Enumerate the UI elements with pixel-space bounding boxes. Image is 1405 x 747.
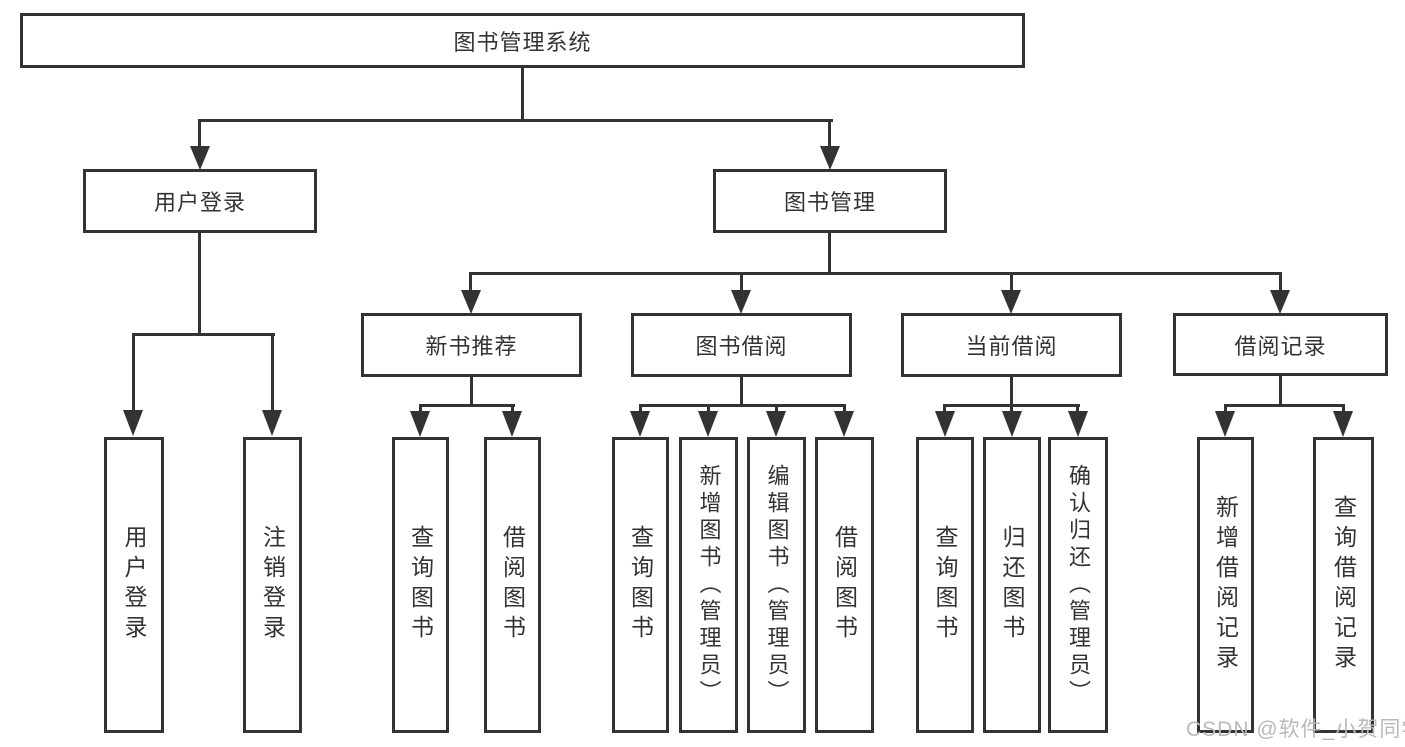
connector-cur-leaf3-drop bbox=[1076, 404, 1079, 413]
leaf-bor-borrow-books: 借阅图书 bbox=[815, 437, 874, 733]
node-library-system-label: 图书管理系统 bbox=[453, 29, 592, 55]
node-user-login-label: 用户登录 bbox=[153, 190, 246, 215]
connector-rec-leaf2-drop bbox=[511, 404, 514, 413]
arrowhead-current-borrow bbox=[1001, 290, 1021, 314]
leaf-query-borrow-record: 查询借阅记录 bbox=[1313, 437, 1374, 733]
leaf-return-books: 归还图书 bbox=[983, 437, 1041, 733]
connector-borrow-stem bbox=[740, 375, 743, 406]
connector-mgmt-stem bbox=[828, 231, 831, 275]
arrowhead-user-leaf1 bbox=[123, 410, 143, 436]
connector-book-mgmt-drop bbox=[828, 119, 831, 149]
csdn-watermark: CSDN @软件_小贺同学 bbox=[1186, 718, 1405, 741]
connector-records-split bbox=[1224, 404, 1345, 407]
connector-user-stem bbox=[198, 231, 201, 335]
arrowhead-user-login bbox=[190, 146, 210, 170]
connector-rec-split bbox=[419, 404, 515, 407]
leaf-logout: 注销登录 bbox=[243, 437, 302, 733]
leaf-user-login-label: 用户登录 bbox=[121, 525, 147, 645]
arrowhead-cur-leaf3 bbox=[1068, 411, 1088, 437]
node-library-system: 图书管理系统 bbox=[20, 13, 1025, 68]
leaf-edit-books-admin: 编辑图书（管理员） bbox=[747, 437, 806, 733]
arrowhead-bor-leaf2 bbox=[698, 411, 718, 437]
leaf-cur-query-books-label: 查询图书 bbox=[932, 525, 958, 645]
arrowhead-book-mgmt bbox=[820, 146, 840, 170]
connector-bor-leaf2-drop bbox=[707, 404, 710, 413]
connector-records-drop bbox=[1279, 272, 1282, 292]
connector-records-stem bbox=[1279, 374, 1282, 406]
node-current-borrow: 当前借阅 bbox=[901, 313, 1122, 377]
leaf-cur-query-books: 查询图书 bbox=[916, 437, 974, 733]
leaf-rec-query-books: 查询图书 bbox=[392, 437, 449, 733]
leaf-logout-label: 注销登录 bbox=[259, 525, 286, 645]
leaf-confirm-return-admin: 确认归还（管理员） bbox=[1048, 437, 1108, 733]
connector-current-drop bbox=[1010, 272, 1013, 292]
connector-cur-leaf2-drop bbox=[1010, 404, 1013, 413]
connector-level3-split bbox=[469, 272, 1282, 275]
node-book-management: 图书管理 bbox=[713, 169, 947, 233]
leaf-return-books-label: 归还图书 bbox=[999, 525, 1025, 645]
arrowhead-rcd-leaf1 bbox=[1215, 411, 1235, 437]
connector-rcd-leaf1-drop bbox=[1224, 404, 1227, 413]
arrowhead-bor-leaf4 bbox=[834, 411, 854, 437]
leaf-add-borrow-record-label: 新增借阅记录 bbox=[1212, 495, 1239, 675]
connector-user-leaf2-drop bbox=[271, 333, 274, 412]
connector-rec-drop bbox=[469, 272, 472, 292]
connector-bor-leaf1-drop bbox=[639, 404, 642, 413]
arrowhead-book-borrow bbox=[731, 290, 751, 314]
leaf-bor-query-books-label: 查询图书 bbox=[627, 525, 654, 645]
arrowhead-rcd-leaf2 bbox=[1333, 411, 1353, 437]
arrowhead-cur-leaf2 bbox=[1002, 411, 1022, 437]
connector-borrow-drop bbox=[740, 272, 743, 292]
leaf-add-borrow-record: 新增借阅记录 bbox=[1197, 437, 1254, 733]
leaf-add-books-admin-label: 新增图书（管理员） bbox=[696, 463, 722, 707]
connector-user-leaf1-drop bbox=[132, 333, 135, 412]
arrowhead-cur-leaf1 bbox=[935, 411, 955, 437]
connector-root-stem bbox=[521, 66, 524, 122]
arrowhead-new-book-rec bbox=[461, 290, 481, 314]
node-borrow-records-label: 借阅记录 bbox=[1234, 333, 1327, 359]
connector-bor-leaf4-drop bbox=[843, 404, 846, 413]
connector-current-stem bbox=[1010, 375, 1013, 406]
leaf-add-books-admin: 新增图书（管理员） bbox=[679, 437, 738, 733]
arrowhead-bor-leaf1 bbox=[630, 411, 650, 437]
arrowhead-bor-leaf3 bbox=[766, 411, 786, 437]
node-book-borrow: 图书借阅 bbox=[631, 313, 852, 377]
connector-rec-stem bbox=[470, 375, 473, 406]
leaf-confirm-return-admin-label: 确认归还（管理员） bbox=[1066, 463, 1091, 707]
node-book-management-label: 图书管理 bbox=[783, 190, 876, 215]
connector-bor-leaf3-drop bbox=[775, 404, 778, 413]
node-user-login: 用户登录 bbox=[83, 169, 317, 233]
connector-user-login-drop bbox=[198, 119, 201, 149]
leaf-query-borrow-record-label: 查询借阅记录 bbox=[1330, 495, 1357, 675]
arrowhead-borrow-records bbox=[1270, 290, 1290, 314]
arrowhead-rec-leaf2 bbox=[502, 411, 522, 437]
node-current-borrow-label: 当前借阅 bbox=[965, 334, 1058, 359]
connector-rec-leaf1-drop bbox=[419, 404, 422, 413]
connector-cur-leaf1-drop bbox=[943, 404, 946, 413]
leaf-rec-borrow-books: 借阅图书 bbox=[484, 437, 541, 733]
leaf-rec-borrow-books-label: 借阅图书 bbox=[499, 525, 526, 645]
node-borrow-records: 借阅记录 bbox=[1173, 313, 1388, 376]
connector-level2-split bbox=[199, 119, 833, 122]
leaf-user-login: 用户登录 bbox=[104, 437, 164, 733]
arrowhead-rec-leaf1 bbox=[410, 411, 430, 437]
connector-borrow-split bbox=[639, 404, 846, 407]
connector-rcd-leaf2-drop bbox=[1342, 404, 1345, 413]
node-new-book-recommend: 新书推荐 bbox=[361, 313, 582, 377]
leaf-bor-query-books: 查询图书 bbox=[612, 437, 669, 733]
leaf-bor-borrow-books-label: 借阅图书 bbox=[831, 525, 858, 645]
node-new-book-recommend-label: 新书推荐 bbox=[425, 334, 518, 359]
leaf-edit-books-admin-label: 编辑图书（管理员） bbox=[764, 463, 790, 707]
leaf-rec-query-books-label: 查询图书 bbox=[407, 525, 434, 645]
node-book-borrow-label: 图书借阅 bbox=[695, 334, 788, 359]
arrowhead-user-leaf2 bbox=[262, 410, 282, 436]
connector-user-split bbox=[132, 333, 275, 336]
